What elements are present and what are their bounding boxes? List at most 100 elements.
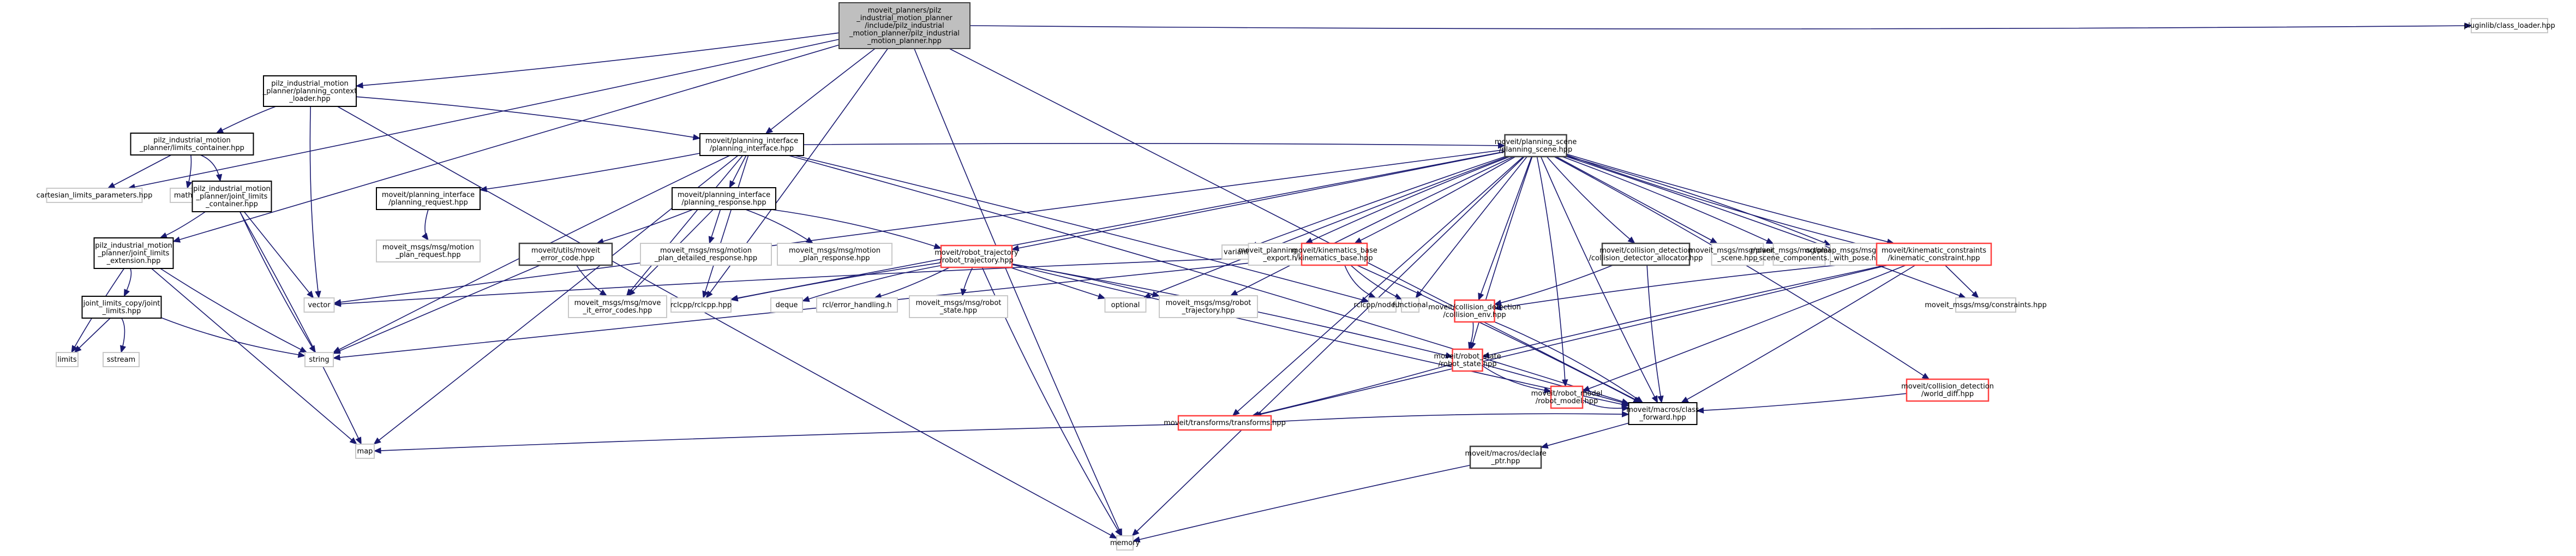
edge-cenv-to-rs: [1468, 321, 1475, 350]
graph-node-root[interactable]: moveit_planners/pilz_industrial_motion_p…: [838, 2, 971, 49]
node-label-line: _error_code.hpp: [537, 254, 595, 262]
arrowhead-icon: [1657, 395, 1664, 404]
graph-node-kc[interactable]: moveit/kinematic_constraints/kinematic_c…: [1876, 242, 1992, 266]
edge-wd-to-cf: [1696, 393, 1907, 414]
node-label-line: /collision_env.hpp: [1443, 311, 1506, 319]
graph-node-cda[interactable]: moveit/collision_detection/collision_det…: [1589, 242, 1703, 266]
arrowhead-icon: [1304, 237, 1313, 244]
node-box: [1876, 242, 1992, 266]
node-box: [1159, 295, 1258, 318]
graph-node-cf[interactable]: moveit/macros/class_forward.hpp: [1626, 402, 1699, 425]
arrowhead-icon: [1232, 409, 1240, 416]
node-label-line: _planner/planning_context: [262, 87, 357, 95]
node-label-line: deque: [776, 301, 798, 309]
edge-pi-to-presp: [729, 155, 747, 189]
arrowhead-icon: [1696, 407, 1704, 414]
node-box: [1454, 299, 1495, 323]
edge-ps-to-variant: [1249, 156, 1505, 248]
arrowhead-icon: [123, 289, 130, 297]
node-label-line: rclcpp/node.hpp: [1353, 301, 1411, 309]
edge-line: [1494, 261, 1877, 309]
edge-rt-to-deque: [801, 265, 942, 302]
graph-node-rs[interactable]: moveit/robot_state/robot_state.hpp: [1434, 348, 1501, 372]
node-box: [81, 296, 162, 319]
node-label-line: cartesian_limits_parameters.hpp: [37, 192, 153, 200]
graph-node-jlc[interactable]: pilz_industrial_motion_planner/joint_lim…: [191, 181, 272, 212]
graph-node-wd[interactable]: moveit/collision_detection/world_diff.hp…: [1901, 378, 1994, 402]
node-label-line: /robot_trajectory.hpp: [939, 256, 1013, 265]
edge-ps-to-kc: [1566, 153, 1895, 245]
node-label-line: _planner/joint_limits: [98, 249, 170, 258]
node-label-line: _planner/limits_container.hpp: [139, 144, 244, 152]
node-label-line: /robot_state.hpp: [1438, 360, 1496, 368]
edge-line: [1494, 265, 1613, 305]
node-label-line: moveit/planning_interface: [705, 137, 798, 145]
graph-node-rclcpp: rclcpp/rclcpp.hpp: [670, 297, 732, 313]
graph-node-jlcopy[interactable]: joint_limits_copy/joint_limits.hpp: [81, 296, 162, 319]
arrowhead-icon: [299, 346, 308, 353]
graph-node-ps[interactable]: moveit/planning_scene/planning_scene.hpp: [1495, 134, 1577, 158]
graph-node-mpse: moveit_planning_scene_export.h: [1238, 243, 1321, 266]
edge-line: [107, 154, 172, 189]
edge-line: [1566, 154, 1884, 251]
node-label-line: moveit/robot_model: [1531, 390, 1603, 398]
graph-node-rm[interactable]: moveit/robot_model/robot_model.hpp: [1531, 385, 1603, 409]
graph-node-preq[interactable]: moveit/planning_interface/planning_reque…: [376, 187, 481, 210]
node-box: [263, 75, 357, 107]
graph-node-optional: optional: [1104, 297, 1147, 313]
edge-line: [151, 268, 357, 445]
node-label-line: /kinematic_constraint.hpp: [1888, 254, 1980, 262]
node-label-line: _motion_planner.hpp: [867, 37, 942, 45]
graph-node-presp[interactable]: moveit/planning_interface/planning_respo…: [672, 187, 776, 210]
graph-node-rt[interactable]: moveit/robot_trajectory/robot_trajectory…: [934, 244, 1019, 268]
edge-line: [160, 268, 307, 353]
graph-node-kb[interactable]: moveit/kinematics_base/kinematics_base.h…: [1291, 242, 1377, 266]
arrowhead-icon: [107, 182, 116, 189]
node-box: [518, 242, 613, 266]
arrowhead-icon: [2464, 22, 2472, 29]
node-label-line: _export.h: [1263, 254, 1297, 262]
graph-node-tf[interactable]: moveit/transforms/transforms.hpp: [1164, 415, 1286, 431]
edge-ps-to-mpse: [1304, 156, 1511, 244]
edge-jlcopy-to-sstream: [120, 318, 127, 354]
edge-cda-to-cenv: [1494, 265, 1613, 306]
graph-node-jle[interactable]: pilz_industrial_motion_planner/joint_lim…: [93, 237, 174, 269]
node-box: [1177, 415, 1272, 431]
arrowhead-icon: [702, 290, 709, 299]
edge-preq-to-mpr: [421, 209, 429, 241]
graph-node-mec[interactable]: moveit/utils/moveit_error_code.hpp: [518, 242, 613, 266]
node-box: [1116, 535, 1134, 551]
edge-jle-to-string: [160, 268, 308, 353]
arrowhead-icon: [1143, 292, 1152, 298]
arrowhead-icon: [74, 345, 82, 353]
node-box: [1550, 385, 1584, 409]
graph-node-pcl[interactable]: pilz_industrial_motion_planner/planning_…: [262, 75, 357, 107]
edge-line: [1541, 422, 1629, 448]
node-label-line: /planning_scene.hpp: [1499, 146, 1572, 154]
graph-node-pi[interactable]: moveit/planning_interface/planning_inter…: [699, 133, 804, 156]
node-box: [568, 295, 667, 318]
edge-line: [596, 209, 693, 244]
edge-line: [745, 209, 813, 244]
node-box: [640, 243, 772, 266]
edge-mec-to-mie: [576, 265, 608, 296]
node-box: [1301, 242, 1368, 266]
edge-rs-to-cf: [1482, 363, 1630, 406]
node-label-line: _limits.hpp: [102, 307, 141, 315]
arrowhead-icon: [1543, 387, 1552, 393]
edge-ps-to-cf: [1540, 156, 1658, 404]
edge-kc-to-rm: [1581, 265, 1906, 392]
arrowhead-icon: [307, 290, 314, 299]
node-label-line: moveit/collision_detection: [1901, 382, 1994, 391]
graph-node-cenv[interactable]: moveit/collision_detection/collision_env…: [1428, 299, 1521, 323]
arrowhead-icon: [159, 232, 168, 238]
edge-line: [730, 262, 942, 301]
graph-node-dp[interactable]: moveit/macros/declare_ptr.hpp: [1465, 445, 1547, 469]
arrowhead-icon: [297, 351, 306, 358]
edge-ps-to-optional: [1143, 156, 1508, 298]
arrowhead-icon: [730, 295, 739, 301]
node-box: [1830, 243, 1885, 266]
graph-node-lc[interactable]: pilz_industrial_motion_planner/limits_co…: [130, 133, 254, 156]
node-label-line: moveit_msgs/msg/robot: [916, 299, 1002, 307]
arrowhead-icon: [1621, 411, 1630, 417]
